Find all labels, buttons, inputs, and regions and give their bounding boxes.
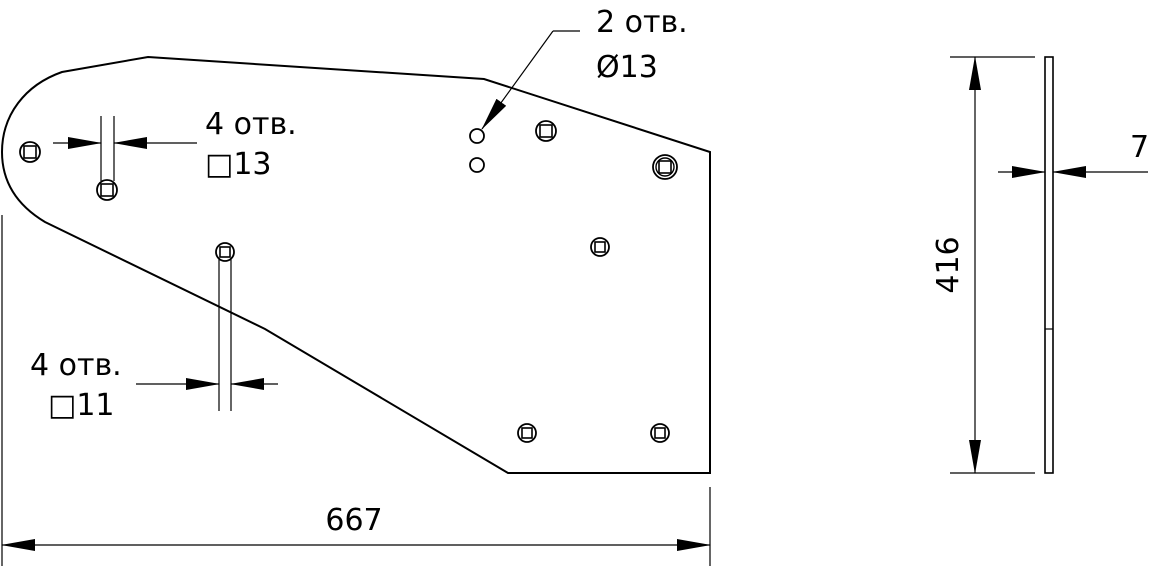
- square-hole-11-d: [650, 423, 670, 443]
- callout-square11-leaders: [136, 258, 278, 411]
- callout-round13-qty: 2 отв.: [596, 5, 688, 40]
- callout-round13-size: Ø13: [596, 50, 658, 85]
- square-hole-13-c: [535, 120, 557, 142]
- square-hole-11-b: [590, 237, 610, 257]
- callout-round13-leader: [481, 30, 580, 130]
- callout-square13-size: □13: [205, 147, 272, 182]
- square-hole-11-a: [215, 242, 235, 262]
- height-dimension-label: 416: [931, 236, 966, 293]
- square-hole-13-b: [96, 179, 118, 201]
- thickness-dimension-label: 7: [1130, 130, 1149, 165]
- callout-square11-size: □11: [48, 388, 115, 423]
- callout-square13-leaders: [53, 116, 197, 181]
- width-dimension: [1, 215, 711, 566]
- width-dimension-label: 667: [325, 503, 382, 538]
- round-hole-13-b: [469, 157, 485, 173]
- square-hole-13-a: [19, 141, 41, 163]
- square-hole-13-d: [652, 154, 678, 180]
- callout-square13-qty: 4 отв.: [205, 107, 297, 142]
- round-hole-13-a: [469, 128, 485, 144]
- plate-outline: [0, 55, 711, 474]
- square-hole-11-c: [517, 423, 537, 443]
- callout-square11-qty: 4 отв.: [30, 348, 122, 383]
- side-view-plate: [1044, 56, 1054, 474]
- height-dimension: [950, 56, 1035, 474]
